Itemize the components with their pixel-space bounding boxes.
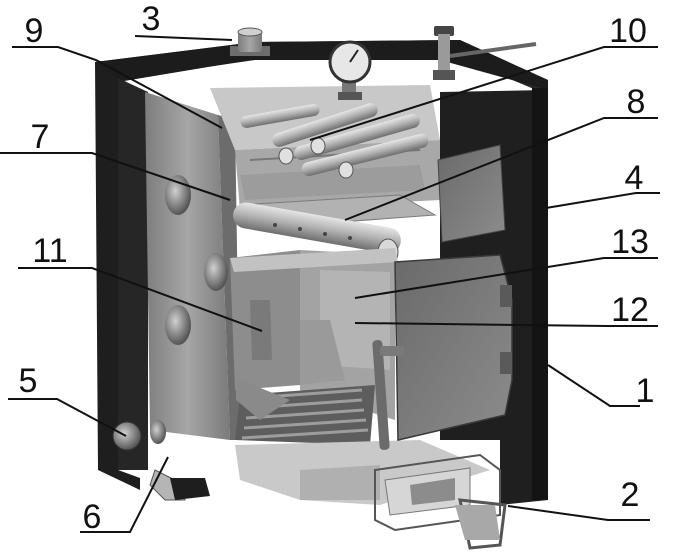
leader-line-9	[12, 46, 223, 129]
callout-12: 12	[611, 291, 649, 329]
flue-tubes	[240, 103, 429, 179]
leader-line-6	[80, 456, 169, 533]
left-side-panel	[145, 92, 240, 440]
callout-labels: 1 2 3 4 5 6 7 8 9 10 11 12 13	[19, 0, 655, 536]
leader-line-7	[0, 152, 231, 201]
leader-line-12	[354, 322, 658, 327]
leader-line-4	[545, 192, 660, 209]
callout-6: 6	[83, 498, 102, 536]
leader-line-3	[134, 35, 233, 41]
leader-line-5	[8, 398, 127, 437]
door-handle-icon	[372, 340, 404, 450]
callout-1: 1	[636, 372, 655, 410]
upper-door	[437, 144, 506, 243]
outlet-port-icon	[150, 420, 166, 444]
inspection-port-icon	[204, 253, 228, 291]
leader-line-10	[309, 46, 658, 141]
leader-line-11	[18, 267, 263, 332]
leader-line-1	[547, 364, 640, 407]
callout-11: 11	[32, 232, 67, 270]
side-fittings	[112, 420, 166, 451]
safety-valve-icon	[433, 26, 537, 80]
grate	[235, 378, 375, 445]
inspection-port-icon	[165, 305, 191, 345]
flue-outlet	[230, 27, 270, 56]
legs	[149, 469, 507, 550]
callout-7: 7	[31, 118, 50, 156]
callout-4: 4	[625, 159, 644, 197]
thermostat-port-icon	[112, 421, 142, 451]
callout-9: 9	[25, 12, 44, 50]
leader-line-8	[344, 117, 658, 221]
ash-drawer	[374, 453, 501, 532]
callout-3: 3	[142, 0, 161, 38]
leader-lines	[0, 35, 660, 533]
callout-2: 2	[621, 476, 640, 514]
inspection-port-icon	[165, 175, 191, 215]
leader-line-2	[507, 505, 650, 521]
leader-line-13	[354, 257, 658, 299]
callout-8: 8	[627, 83, 646, 121]
fire-door	[372, 254, 513, 450]
combustion-chamber	[230, 248, 398, 420]
callout-5: 5	[19, 362, 38, 400]
callout-10: 10	[609, 12, 647, 50]
callout-13: 13	[611, 223, 649, 261]
pressure-gauge-icon	[328, 40, 372, 100]
